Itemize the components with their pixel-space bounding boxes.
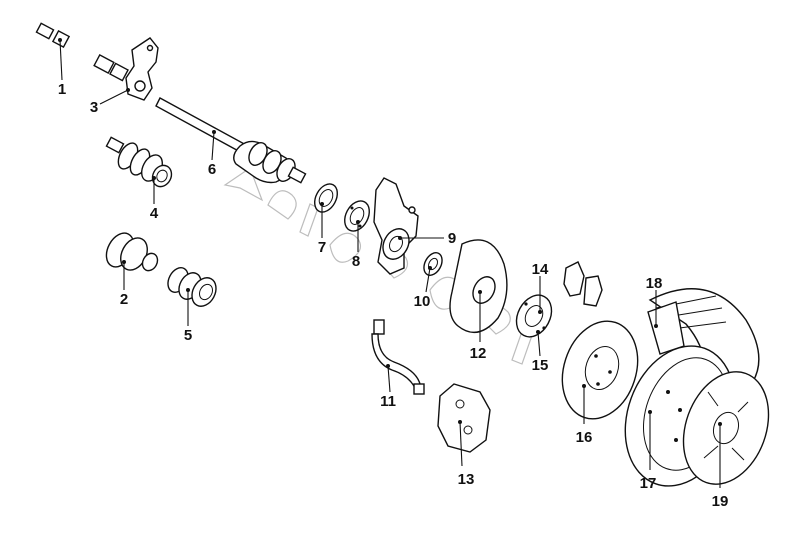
part-5-boot <box>167 267 217 307</box>
callout-12: 12 <box>470 345 487 362</box>
callout-labels: 1 2 3 4 5 6 7 8 9 10 11 12 13 14 15 16 1… <box>58 81 729 510</box>
part-7-bearing-ring <box>314 183 338 213</box>
callout-5: 5 <box>184 327 192 344</box>
callout-2: 2 <box>120 291 128 308</box>
callout-16: 16 <box>576 429 593 446</box>
part-14-wheel-hub <box>515 294 553 338</box>
callout-8: 8 <box>352 253 360 270</box>
leader-lines <box>58 38 722 488</box>
callout-19: 19 <box>712 493 729 510</box>
part-11-brake-hose <box>371 319 425 395</box>
callout-7: 7 <box>318 239 326 256</box>
callout-9: 9 <box>448 230 456 247</box>
callout-11: 11 <box>380 393 396 410</box>
part-4-cv-boot <box>105 136 173 188</box>
part-12-dust-shield <box>449 239 508 334</box>
callout-3: 3 <box>90 99 98 116</box>
brake-pads <box>563 261 603 307</box>
callout-13: 13 <box>458 471 475 488</box>
callout-4: 4 <box>150 205 159 222</box>
callout-17: 17 <box>640 475 657 492</box>
part-2-boot <box>105 232 159 272</box>
part-3-bracket <box>125 37 159 101</box>
part-1-axle-shaft <box>35 22 131 82</box>
callout-14: 14 <box>532 261 549 278</box>
callout-1: 1 <box>58 81 66 98</box>
callout-6: 6 <box>208 161 216 178</box>
callout-15: 15 <box>532 357 549 374</box>
part-6-drive-shaft <box>155 97 307 184</box>
part-19-wheel-cover <box>682 371 770 485</box>
callout-18: 18 <box>646 275 663 292</box>
part-8-bearing <box>344 200 370 232</box>
part-9-steering-knuckle <box>373 177 419 275</box>
part-10-seal <box>423 252 443 276</box>
part-13-brake-caliper <box>437 383 491 453</box>
callout-10: 10 <box>414 293 431 310</box>
